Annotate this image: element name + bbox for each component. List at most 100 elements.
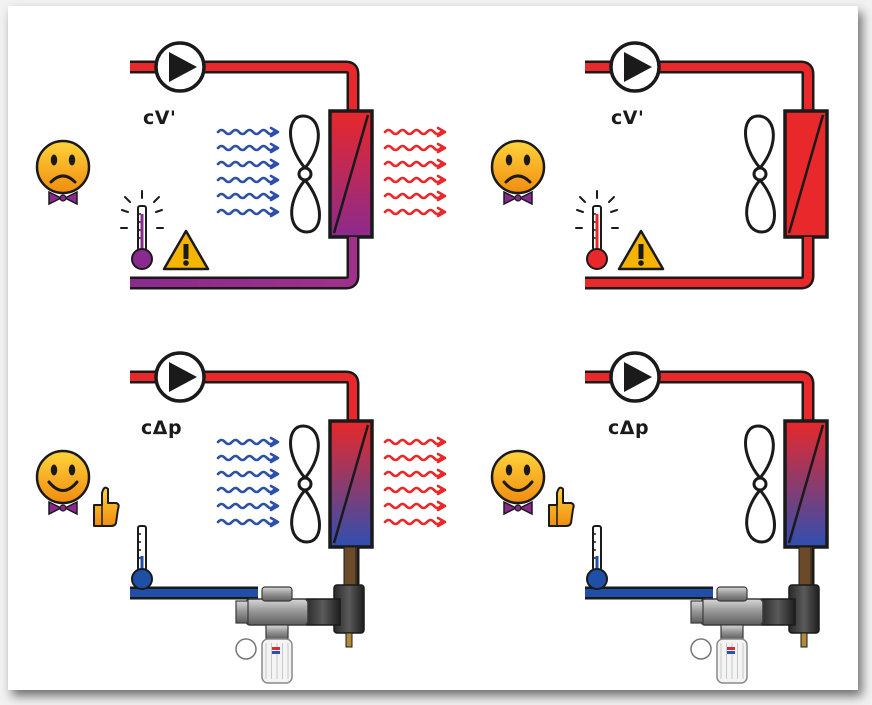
bowtie-icon (503, 190, 533, 206)
air-arrowhead (269, 468, 280, 480)
heat-exchanger-icon (328, 419, 374, 549)
alarm-ray (579, 196, 586, 203)
sad-smiley-icon (490, 139, 546, 195)
pump-icon (154, 351, 206, 403)
air-arrowhead (436, 484, 447, 496)
air-wave (383, 470, 443, 478)
heat-exchanger-icon (328, 109, 374, 239)
air-wave (216, 192, 276, 200)
pump-label-tl: cV' (143, 107, 177, 129)
panel-tr (490, 41, 829, 290)
air-arrowhead (269, 516, 280, 528)
pump-label-bl: cΔp (141, 417, 183, 439)
air-wave (383, 208, 443, 216)
air-arrowhead (436, 174, 447, 186)
fan-icon (744, 424, 776, 544)
alarm-ray (610, 209, 618, 213)
warning-icon (617, 229, 665, 271)
panel-tl (35, 41, 447, 290)
air-wave (216, 144, 276, 152)
thumbs-up-icon (548, 486, 575, 527)
happy-smiley-icon (490, 449, 546, 505)
air-wave (216, 518, 276, 526)
air-arrowhead (436, 516, 447, 528)
air-wave (383, 486, 443, 494)
cold-air-flow-icon (216, 436, 280, 528)
pump-icon (609, 351, 661, 403)
air-arrowhead (436, 158, 447, 170)
bowtie-icon (48, 500, 78, 516)
valve-icon (690, 546, 820, 684)
air-wave (216, 486, 276, 494)
fan-icon (289, 114, 321, 234)
return-pipe (585, 237, 812, 287)
pump-comparison-diagram (35, 41, 829, 684)
pump-label-tr: cV' (611, 107, 645, 129)
pump-icon (609, 41, 661, 93)
air-arrowhead (436, 452, 447, 464)
warm-air-flow-icon (383, 436, 447, 528)
heat-exchanger-icon (783, 109, 829, 239)
happy-smiley-icon (35, 449, 91, 505)
return-pipe-outline (130, 237, 360, 290)
bowtie-icon (48, 190, 78, 206)
supply-pipe (130, 373, 357, 421)
air-arrowhead (269, 142, 280, 154)
alarm-ray (155, 209, 163, 213)
air-arrowhead (269, 190, 280, 202)
pump-icon (154, 41, 206, 93)
supply-pipe (585, 63, 812, 111)
air-wave (383, 502, 443, 510)
air-wave (216, 128, 276, 136)
air-wave (383, 160, 443, 168)
air-arrowhead (436, 436, 447, 448)
air-arrowhead (269, 452, 280, 464)
air-wave (216, 176, 276, 184)
fan-icon (744, 114, 776, 234)
supply-pipe (585, 373, 812, 421)
air-wave (216, 160, 276, 168)
air-arrowhead (269, 158, 280, 170)
air-arrowhead (436, 190, 447, 202)
supply-pipe (130, 63, 357, 111)
air-wave (383, 176, 443, 184)
alarm-ray (153, 196, 160, 203)
sad-smiley-icon (35, 139, 91, 195)
alarm-ray (576, 209, 584, 213)
air-wave (216, 208, 276, 216)
air-arrowhead (269, 126, 280, 138)
thermometer-icon (120, 190, 164, 270)
thumbs-up-icon (93, 486, 120, 527)
thermometer-icon (586, 525, 608, 590)
air-wave (383, 192, 443, 200)
return-pipe (130, 237, 357, 287)
panel-br (490, 351, 829, 684)
air-wave (383, 438, 443, 446)
air-wave (383, 518, 443, 526)
air-arrowhead (436, 500, 447, 512)
alarm-ray (121, 209, 129, 213)
air-arrowhead (436, 126, 447, 138)
return-pipe-outline (585, 237, 815, 290)
valve-icon (235, 546, 365, 684)
air-arrowhead (436, 206, 447, 218)
thermometer-icon (575, 190, 619, 270)
diagram-page: cV' cV' cΔp cΔp (8, 6, 858, 690)
cold-air-flow-icon (216, 126, 280, 218)
air-wave (216, 438, 276, 446)
fan-icon (289, 424, 321, 544)
air-wave (383, 128, 443, 136)
air-arrowhead (269, 174, 280, 186)
thermometer-icon (131, 525, 153, 590)
heat-exchanger-icon (783, 419, 829, 549)
alarm-ray (124, 196, 131, 203)
air-arrowhead (436, 142, 447, 154)
air-wave (383, 454, 443, 462)
air-arrowhead (269, 436, 280, 448)
air-arrowhead (269, 500, 280, 512)
air-wave (216, 454, 276, 462)
pump-label-br: cΔp (608, 417, 650, 439)
warm-air-flow-icon (383, 126, 447, 218)
warning-icon (162, 229, 210, 271)
air-arrowhead (269, 484, 280, 496)
